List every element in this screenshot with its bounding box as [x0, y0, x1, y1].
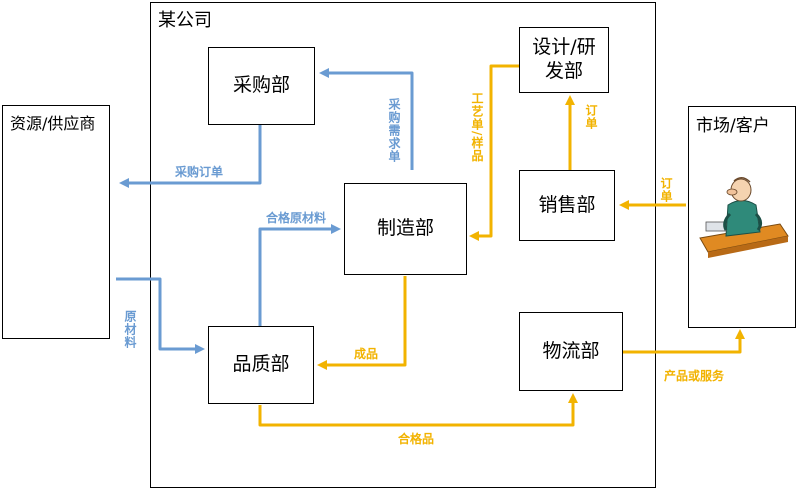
- company-title: 某公司: [158, 10, 212, 31]
- node-quality: 品质部: [208, 326, 314, 404]
- supplier-label: 资源/供应商: [10, 114, 96, 133]
- label-process-sample: 工艺单/样品: [470, 92, 484, 163]
- label-order-rnd: 订单: [584, 104, 598, 130]
- node-manufacturing-label: 制造部: [376, 217, 434, 240]
- supplier-box: [2, 105, 110, 339]
- node-manufacturing: 制造部: [344, 183, 467, 275]
- node-purchasing-label: 采购部: [232, 74, 290, 97]
- node-purchasing: 采购部: [208, 47, 315, 125]
- node-logistics: 物流部: [519, 312, 623, 391]
- label-raw-material: 原材料: [123, 310, 137, 349]
- label-products-services: 产品或服务: [664, 369, 725, 383]
- market-box: [688, 106, 796, 328]
- node-rnd-label: 设计/研 发部: [532, 36, 595, 84]
- label-purchase-order: 采购订单: [175, 165, 224, 179]
- label-qualified-goods: 合格品: [398, 432, 435, 446]
- node-sales-label: 销售部: [538, 193, 596, 216]
- label-qualified-material: 合格原材料: [266, 211, 327, 225]
- node-rnd-label-line1: 设计/研: [532, 36, 596, 59]
- label-order-market: 订单: [659, 177, 673, 203]
- market-label: 市场/客户: [696, 116, 770, 136]
- node-logistics-label: 物流部: [542, 339, 600, 362]
- label-purchase-demand: 采购需求单: [387, 98, 401, 163]
- label-finished-goods: 成品: [354, 347, 379, 361]
- node-sales: 销售部: [519, 170, 615, 241]
- node-quality-label: 品质部: [232, 353, 290, 376]
- node-rnd-label-line2: 发部: [544, 60, 583, 82]
- node-rnd: 设计/研 发部: [519, 27, 609, 93]
